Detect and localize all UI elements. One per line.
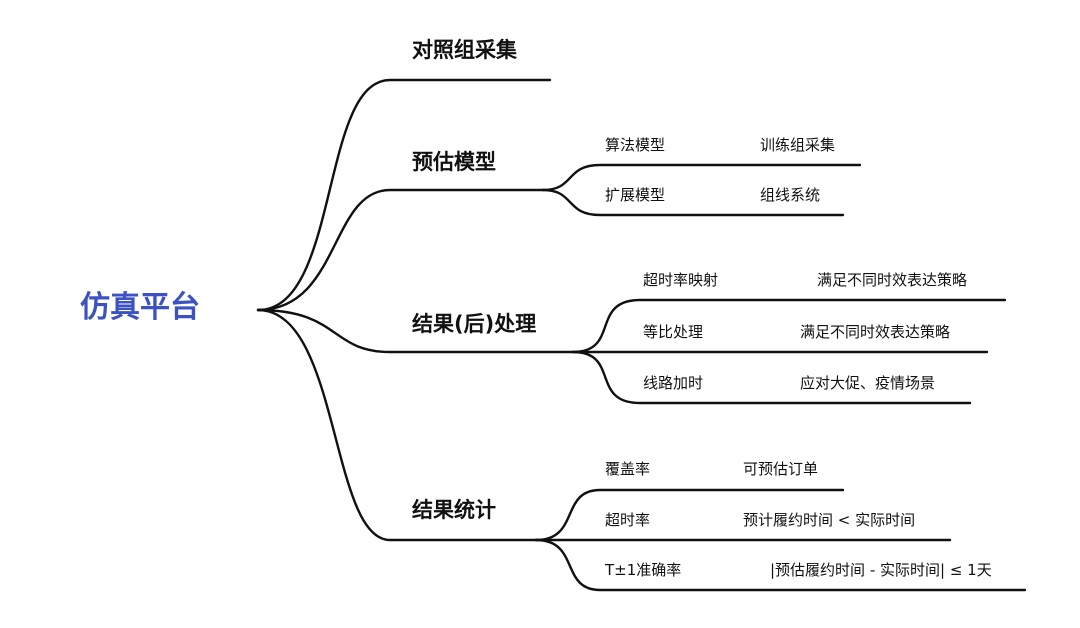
leaf-node-note: 应对大促、疫情场景: [800, 374, 936, 392]
leaf-node-note: 可预估订单: [743, 460, 819, 478]
branch-node-control-group: 对照组采集: [412, 38, 517, 62]
leaf-node-note: 满足不同时效表达策略: [817, 271, 968, 289]
edge-branch-2-leaf-1: [541, 163, 862, 192]
leaf-node-note: 预计履约时间 < 实际时间: [743, 511, 916, 529]
edge-root-to-branch-2: [256, 188, 545, 312]
leaf-node-label: 超时率映射: [643, 271, 719, 289]
branch-node-statistics: 结果统计: [412, 498, 496, 522]
edge-root-to-branch-1: [256, 78, 552, 312]
leaf-node-label: 超时率: [605, 511, 651, 529]
leaf-node-label: 等比处理: [643, 323, 704, 341]
leaf-node-label: 线路加时: [643, 374, 704, 392]
edge-branch-3-leaf-3: [571, 350, 972, 405]
branch-node-prediction-model: 预估模型: [412, 150, 496, 174]
edge-branch-3-leaf-1: [571, 298, 1007, 354]
leaf-node-label: 算法模型: [605, 136, 666, 154]
leaf-node-note: 训练组采集: [760, 136, 836, 154]
leaf-node-label: T±1准确率: [605, 561, 682, 579]
leaf-node-note: 组线系统: [760, 186, 821, 204]
leaf-node-label: 覆盖率: [605, 460, 651, 478]
leaf-node-note: 满足不同时效表达策略: [800, 323, 951, 341]
leaf-node-note: |预估履约时间 - 实际时间| ≤ 1天: [770, 561, 992, 579]
edge-root-to-branch-3: [256, 308, 575, 354]
leaf-node-label: 扩展模型: [605, 186, 666, 204]
edge-branch-4-leaf-1: [534, 488, 845, 542]
branch-node-post-processing: 结果(后)处理: [412, 312, 537, 336]
edge-branch-4-leaf-3: [534, 538, 1027, 592]
edge-root-to-branch-4: [256, 308, 538, 542]
root-node: 仿真平台: [80, 290, 200, 325]
edge-branch-2-leaf-2: [541, 188, 845, 217]
